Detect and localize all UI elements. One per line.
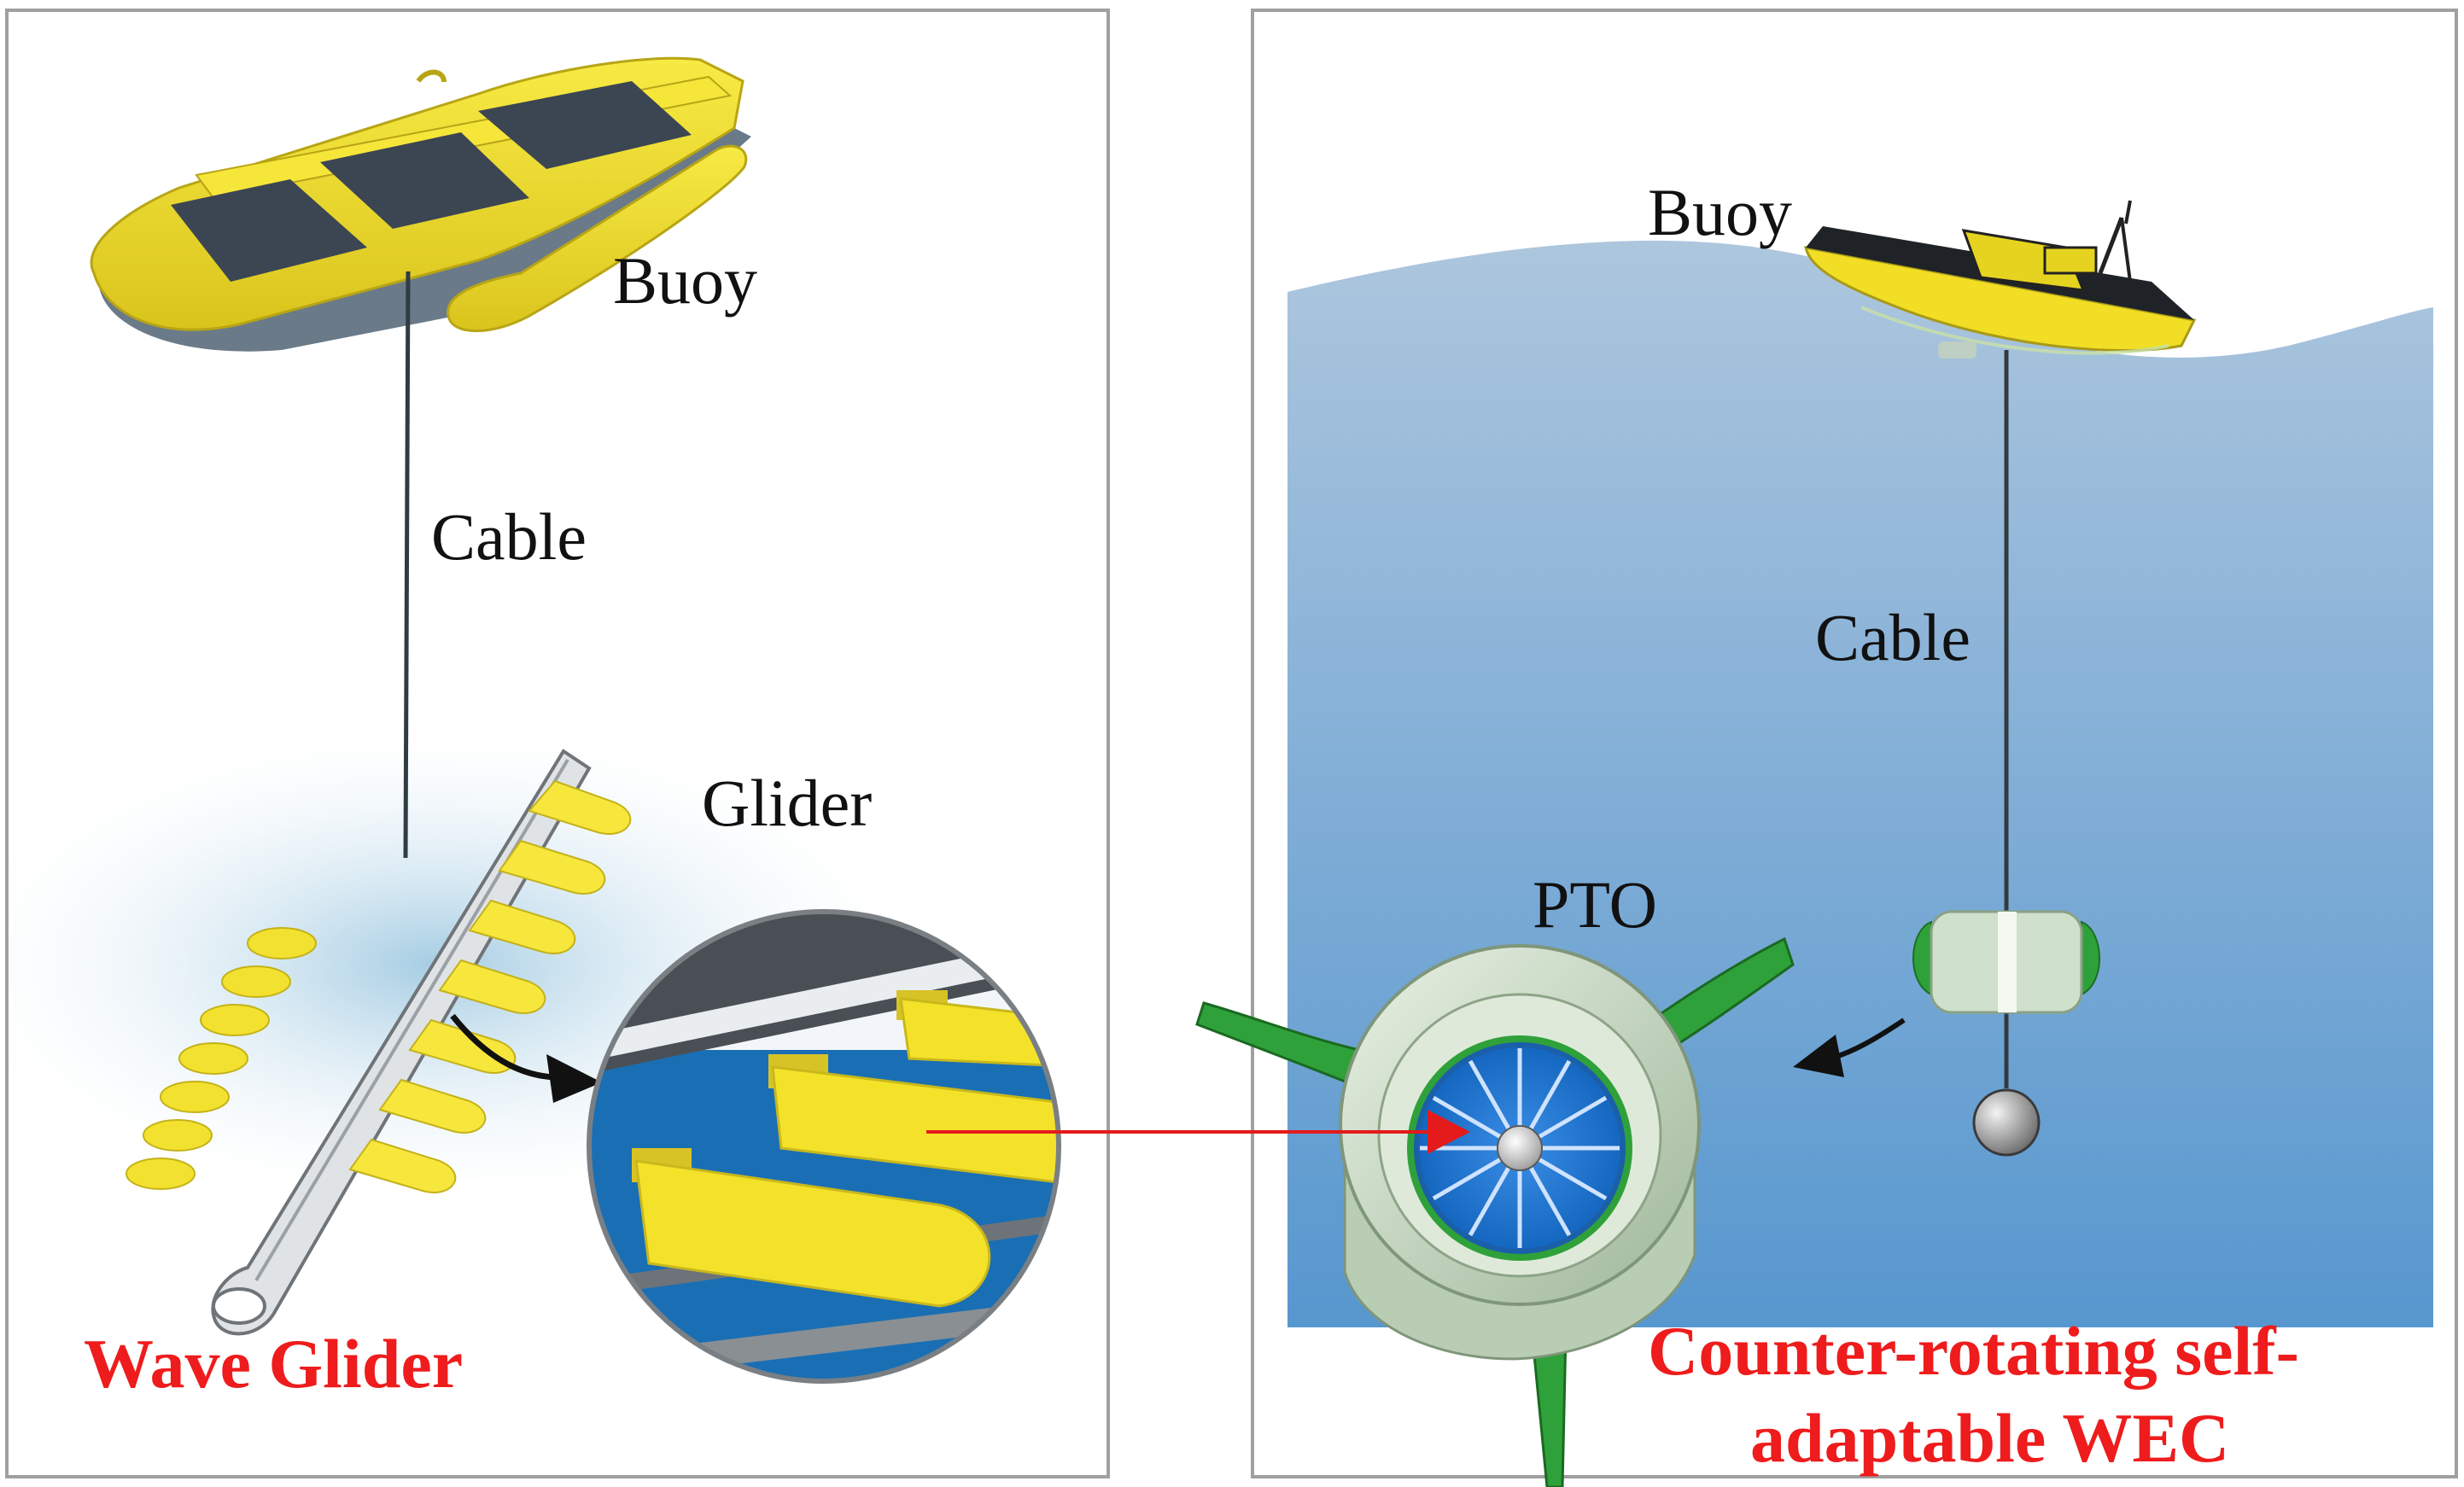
left-cable-line (403, 271, 411, 859)
wec-title-line2: adaptable WEC (1750, 1399, 2229, 1477)
right-buoy-label: Buoy (1648, 175, 1792, 249)
zoom-lens-icon (587, 909, 1061, 1384)
pto-arrow-head (1793, 1035, 1844, 1077)
zoom-arrow-curve (450, 1013, 556, 1081)
right-cable-label: Cable (1815, 600, 1971, 674)
boat-icon (1804, 200, 2197, 359)
pto-label: PTO (1533, 867, 1657, 942)
glider-label: Glider (702, 766, 872, 840)
ball-weight-icon (1972, 1088, 2041, 1157)
pto-arrow-line (1835, 1018, 1906, 1059)
connection-arrow-head (1428, 1110, 1470, 1154)
small-turbine-icon (1912, 910, 2100, 1014)
wave-glider-title: Wave Glider (84, 1325, 463, 1402)
pto-turbine-icon (1195, 936, 1795, 1487)
zoom-arrow-head (546, 1054, 602, 1103)
left-cable-label: Cable (431, 499, 587, 574)
wec-title-line1: Counter-rotating self- (1648, 1312, 2299, 1390)
left-buoy-icon (90, 56, 751, 352)
glider-icon (126, 749, 632, 1336)
left-buoy-label: Buoy (613, 243, 757, 318)
